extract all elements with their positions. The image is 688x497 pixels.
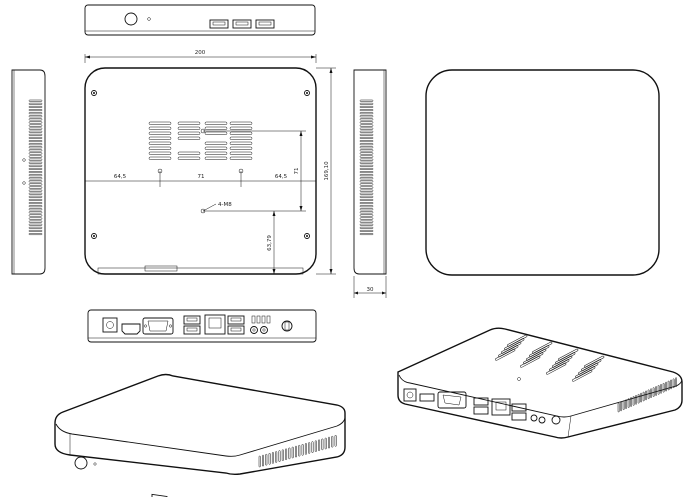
hole-spacing-v-dimension: 71: [294, 168, 300, 175]
bottom-view: 200 64,5 71 64,5 71 4-M8 6: [84, 50, 336, 275]
top-view: [425, 69, 660, 276]
iso-rear-ports: [403, 388, 561, 425]
audio-jacks: [250, 315, 271, 334]
rear-usb-ports-1: [183, 315, 201, 335]
rear-view: [87, 309, 317, 343]
isometric-front-view: [54, 373, 346, 497]
right-side-view: 30: [353, 69, 387, 298]
power-led: [147, 17, 151, 21]
dc-in-port: [102, 317, 118, 333]
right-offset-dimension: 64,5: [275, 174, 288, 180]
width-dimension: 200: [195, 50, 206, 56]
left-side-view: [11, 69, 46, 275]
iso-top-vents: [495, 334, 605, 382]
hole-spacing-h-dimension: 71: [198, 174, 205, 180]
front-view: [84, 4, 316, 36]
iso-side-vents: [258, 435, 337, 468]
depth-dimension: 169,10: [324, 161, 330, 181]
left-side-vents: [28, 99, 43, 236]
antenna-port: [281, 320, 293, 332]
hdmi-port: [121, 323, 141, 335]
rear-usb-ports-2: [227, 315, 245, 335]
lan-port: [204, 314, 226, 335]
iso-power-button: [74, 456, 88, 470]
height-dimension: 30: [367, 287, 374, 293]
iso-front-usb: [151, 493, 168, 497]
power-button: [124, 12, 138, 26]
bottom-offset-dimension: 63,79: [267, 235, 273, 251]
mount-hole-callout: 4-M8: [218, 202, 232, 208]
isometric-rear-view: [397, 327, 683, 439]
right-side-vents: [359, 99, 374, 236]
left-offset-dimension: 64,5: [114, 174, 127, 180]
front-usb-ports: [209, 19, 275, 29]
vga-port: [142, 317, 174, 335]
iso-rear-side-vents: [617, 377, 677, 413]
bottom-vent-grid: [148, 121, 253, 160]
